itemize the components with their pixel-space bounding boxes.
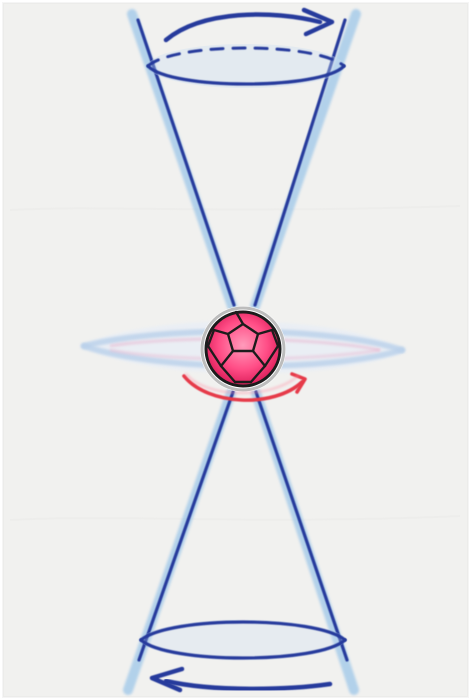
core-sphere	[200, 306, 286, 392]
